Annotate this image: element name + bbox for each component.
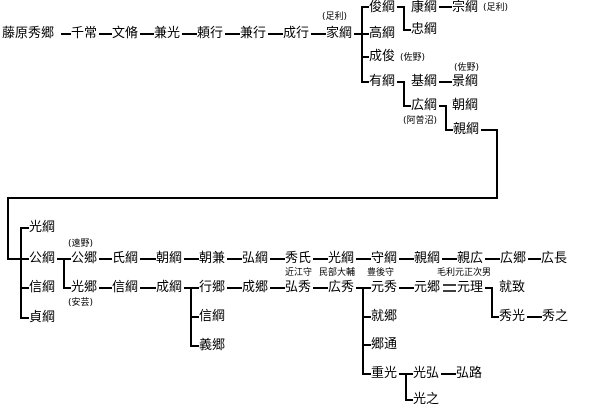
- name-ujitsuna: 氏綱: [112, 251, 139, 266]
- name-nobutsuna: 信綱: [29, 280, 56, 295]
- name-satomichi: 郷通: [371, 337, 398, 352]
- note-ashikaga-ietsuna: (足利): [322, 12, 348, 22]
- name-hironaga: 広長: [541, 251, 568, 266]
- name-mitsutsuna2: 光綱: [328, 251, 355, 266]
- name-ietsuna: 家綱: [326, 26, 353, 41]
- name-tomokane: 朝兼: [199, 251, 226, 266]
- name-hiromichi: 弘路: [456, 366, 483, 381]
- name-nariyuki: 成行: [283, 26, 310, 41]
- name-naritoshi: 成俊: [369, 49, 396, 64]
- name-motomasa: 元理: [457, 280, 484, 295]
- name-hirosato: 広郷: [500, 251, 527, 266]
- name-munetsuna: 宗綱: [452, 0, 479, 15]
- name-chitsune: 千常: [71, 26, 98, 41]
- note-tono-kimisato: (遠野): [68, 239, 94, 249]
- name-hirotsuna2: 弘綱: [242, 251, 269, 266]
- name-narisato2: 就郷: [371, 309, 398, 324]
- name-moritsuna: 守綱: [371, 251, 398, 266]
- note-omi-no-kami: 近江守: [285, 268, 313, 278]
- name-kagetsuna: 景綱: [452, 74, 479, 89]
- name-narisato: 成郷: [242, 280, 269, 295]
- name-nobutsuna2: 信綱: [112, 280, 139, 295]
- note-sano-naritoshi: (佐野): [400, 53, 426, 63]
- name-mitsuyuki: 光之: [413, 392, 440, 407]
- name-motohide: 元秀: [371, 280, 398, 295]
- name-hirohide2: 広秀: [328, 280, 355, 295]
- name-kimitsuna: 公綱: [29, 251, 56, 266]
- name-mitsuhiro: 光弘: [413, 366, 440, 381]
- name-motosato: 元郷: [414, 280, 441, 295]
- name-aritsuna: 有綱: [369, 74, 396, 89]
- name-yasutsuna: 康綱: [411, 0, 438, 15]
- name-shigemitsu: 重光: [371, 366, 398, 381]
- name-mototsuna: 基綱: [411, 74, 438, 89]
- name-naritsuna: 成綱: [156, 280, 183, 295]
- name-kimisato: 公郷: [71, 251, 98, 266]
- name-kaneyuki: 兼行: [240, 26, 267, 41]
- name-toshitsuna: 俊綱: [369, 0, 396, 15]
- note-ashikaga-munetsuna: (足利): [483, 3, 509, 13]
- name-mitsusato: 光郷: [71, 280, 98, 295]
- note-sano-kagetsuna: (佐野): [454, 63, 480, 73]
- note-asonuma-hirotsuna: (阿曽沼): [403, 116, 438, 126]
- name-tomotsuna: 朝綱: [452, 98, 479, 113]
- name-sadatsuna: 貞綱: [29, 310, 56, 325]
- name-nobutsuna3: 信綱: [199, 309, 226, 324]
- note-bungo-no-kami: 豊後守: [367, 268, 395, 278]
- name-hirotsuna: 広綱: [411, 98, 438, 113]
- name-hideuji: 秀氏: [285, 251, 312, 266]
- name-yoshisato: 義郷: [199, 338, 226, 353]
- name-takatsuna: 高綱: [369, 26, 396, 41]
- name-chikatsuna-a: 親綱: [453, 122, 480, 137]
- name-fumiyasu: 文脩: [112, 26, 139, 41]
- name-yukisato: 行郷: [199, 280, 226, 295]
- name-chikahiro: 親広: [457, 251, 484, 266]
- name-hirohide: 弘秀: [285, 280, 312, 295]
- name-hideyuki: 秀之: [542, 309, 569, 324]
- name-tomotsuna2: 朝綱: [156, 251, 183, 266]
- name-mitsutsuna: 光綱: [29, 220, 56, 235]
- note-minbu-taifu: 民部大輔: [319, 268, 356, 278]
- note-mori-motomasa-jinan: 毛利元正次男: [437, 268, 492, 278]
- name-kanemitsu: 兼光: [154, 26, 181, 41]
- name-fujiwara-hidesato: 藤原秀郷: [2, 26, 55, 41]
- note-aki-mitsusato: (安芸): [68, 298, 94, 308]
- name-tadatsuna: 忠綱: [411, 22, 438, 37]
- name-hidemitsu: 秀光: [499, 309, 526, 324]
- name-narimune: 就致: [499, 280, 526, 295]
- name-chikatsuna-b: 親綱: [414, 251, 441, 266]
- name-yoriyuki: 頼行: [197, 26, 224, 41]
